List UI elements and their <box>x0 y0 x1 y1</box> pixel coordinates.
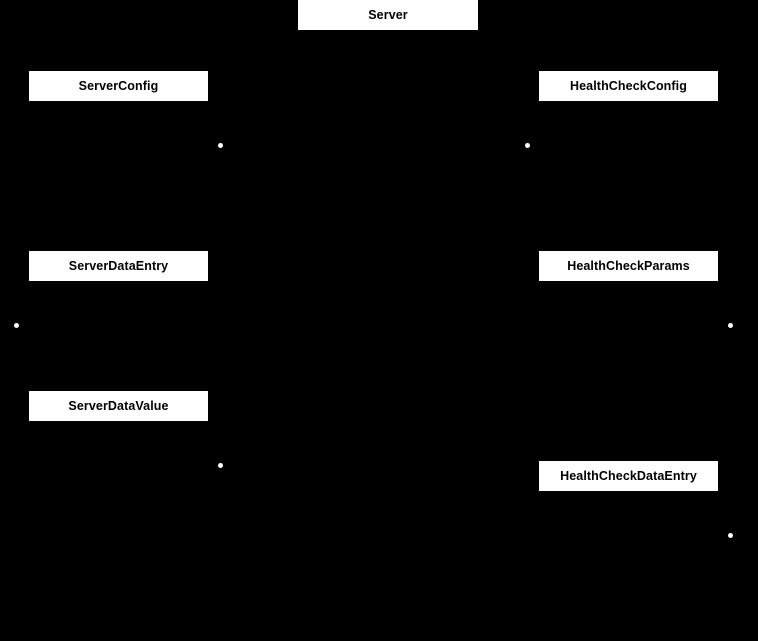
edge-marker-icon-5 <box>218 463 223 468</box>
edge-marker-icon-1 <box>218 143 223 148</box>
edge-marker-icon-2 <box>525 143 530 148</box>
node-label-server: Server <box>368 7 408 22</box>
node-server[interactable]: Server <box>298 0 478 30</box>
edge-marker-icon-4 <box>728 323 733 328</box>
node-health-check-data-entry[interactable]: HealthCheckDataEntry <box>539 461 718 491</box>
edge-marker-icon-6 <box>728 533 733 538</box>
node-health-check-config[interactable]: HealthCheckConfig <box>539 71 718 101</box>
node-server-config[interactable]: ServerConfig <box>29 71 208 101</box>
node-health-check-params[interactable]: HealthCheckParams <box>539 251 718 281</box>
node-label-health-check-config: HealthCheckConfig <box>570 78 687 93</box>
node-label-health-check-params: HealthCheckParams <box>567 258 690 273</box>
node-label-server-data-entry: ServerDataEntry <box>68 258 169 273</box>
node-server-data-entry[interactable]: ServerDataEntry <box>29 251 208 281</box>
node-label-server-data-value: ServerDataValue <box>68 398 169 413</box>
node-label-server-config: ServerConfig <box>78 78 159 93</box>
node-server-data-value[interactable]: ServerDataValue <box>29 391 208 421</box>
node-label-health-check-data-entry: HealthCheckDataEntry <box>560 468 697 483</box>
edge-marker-icon-3 <box>14 323 19 328</box>
